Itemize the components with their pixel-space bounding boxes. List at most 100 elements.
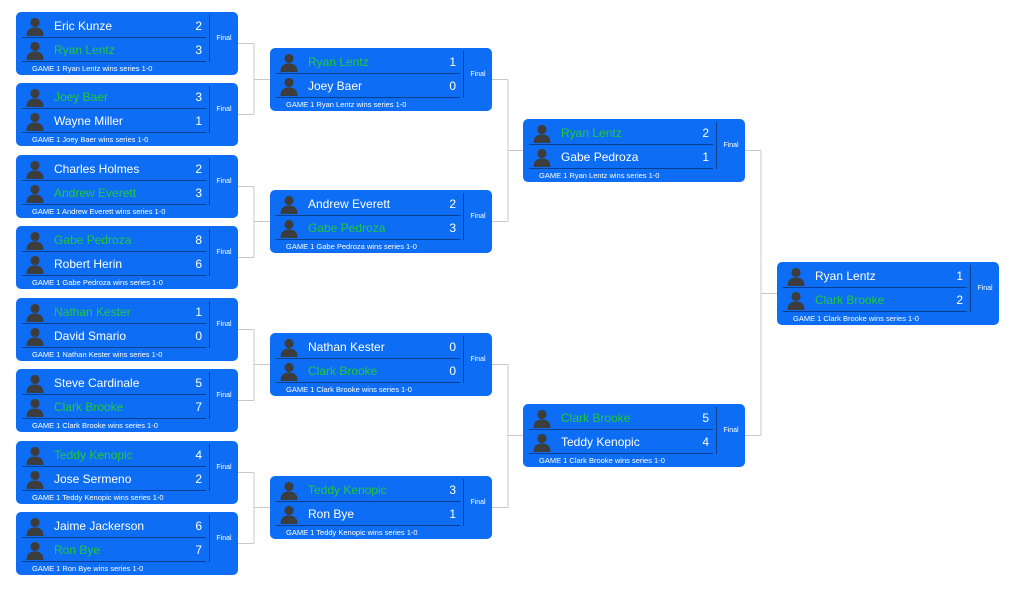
player-score: 5 xyxy=(195,375,202,390)
player-name: Eric Kunze xyxy=(54,18,113,33)
player-name: Robert Herin xyxy=(54,256,123,271)
match-footer: GAME 1 Clark Brooke wins series 1-0 xyxy=(539,456,665,465)
player-name: Jaime Jackerson xyxy=(54,518,145,533)
player-row[interactable]: Gabe Pedroza 8 xyxy=(22,228,206,252)
player-row[interactable]: Jaime Jackerson 6 xyxy=(22,514,206,538)
player-score: 7 xyxy=(195,399,202,414)
player-name: Wayne Miller xyxy=(54,113,123,128)
match-status: Final xyxy=(723,142,739,149)
player-avatar-icon xyxy=(532,123,552,143)
player-name: David Smario xyxy=(54,328,127,343)
card-divider xyxy=(209,15,210,62)
player-name: Jose Sermeno xyxy=(54,471,132,486)
player-name: Clark Brooke xyxy=(815,292,885,307)
match-status: Final xyxy=(723,427,739,434)
card-divider xyxy=(209,229,210,276)
player-avatar-icon xyxy=(279,52,299,72)
player-row[interactable]: Clark Brooke 2 xyxy=(783,288,967,312)
match-status: Final xyxy=(470,499,486,506)
match-footer: GAME 1 Clark Brooke wins series 1-0 xyxy=(32,421,158,430)
player-row[interactable]: Nathan Kester 0 xyxy=(276,335,460,359)
match-footer: GAME 1 Clark Brooke wins series 1-0 xyxy=(286,385,412,394)
player-avatar-icon xyxy=(25,516,45,536)
player-score: 1 xyxy=(195,304,202,319)
match-footer: GAME 1 Ryan Lentz wins series 1-0 xyxy=(32,64,153,73)
match-status: Final xyxy=(216,535,232,542)
card-divider xyxy=(463,51,464,98)
player-name: Gabe Pedroza xyxy=(561,149,639,164)
player-avatar-icon xyxy=(532,408,552,428)
player-score: 8 xyxy=(195,232,202,247)
match-status: Final xyxy=(216,35,232,42)
player-score: 5 xyxy=(702,410,709,425)
player-name: Nathan Kester xyxy=(308,339,385,354)
match-status: Final xyxy=(216,249,232,256)
match-status: Final xyxy=(216,321,232,328)
match-footer: GAME 1 Ron Bye wins series 1-0 xyxy=(32,564,144,573)
match-footer: GAME 1 Nathan Kester wins series 1-0 xyxy=(32,350,163,359)
card-divider xyxy=(463,193,464,240)
player-avatar-icon xyxy=(25,302,45,322)
player-row[interactable]: David Smario 0 xyxy=(22,324,206,348)
player-score: 6 xyxy=(195,518,202,533)
match-footer: GAME 1 Ryan Lentz wins series 1-0 xyxy=(539,171,660,180)
match-footer: GAME 1 Clark Brooke wins series 1-0 xyxy=(793,314,919,323)
player-avatar-icon xyxy=(25,87,45,107)
player-name: Teddy Kenopic xyxy=(561,434,640,449)
player-row[interactable]: Robert Herin 6 xyxy=(22,252,206,276)
player-score: 0 xyxy=(195,328,202,343)
player-name: Gabe Pedroza xyxy=(54,232,132,247)
card-divider xyxy=(209,515,210,562)
match-status: Final xyxy=(216,464,232,471)
player-score: 6 xyxy=(195,256,202,271)
match-status: Final xyxy=(216,392,232,399)
player-score: 3 xyxy=(195,42,202,57)
card-divider xyxy=(463,336,464,383)
player-name: Teddy Kenopic xyxy=(54,447,133,462)
card-divider xyxy=(209,86,210,133)
player-score: 0 xyxy=(449,339,456,354)
player-score: 2 xyxy=(956,292,963,307)
player-name: Ron Bye xyxy=(308,506,355,521)
player-score: 7 xyxy=(195,542,202,557)
